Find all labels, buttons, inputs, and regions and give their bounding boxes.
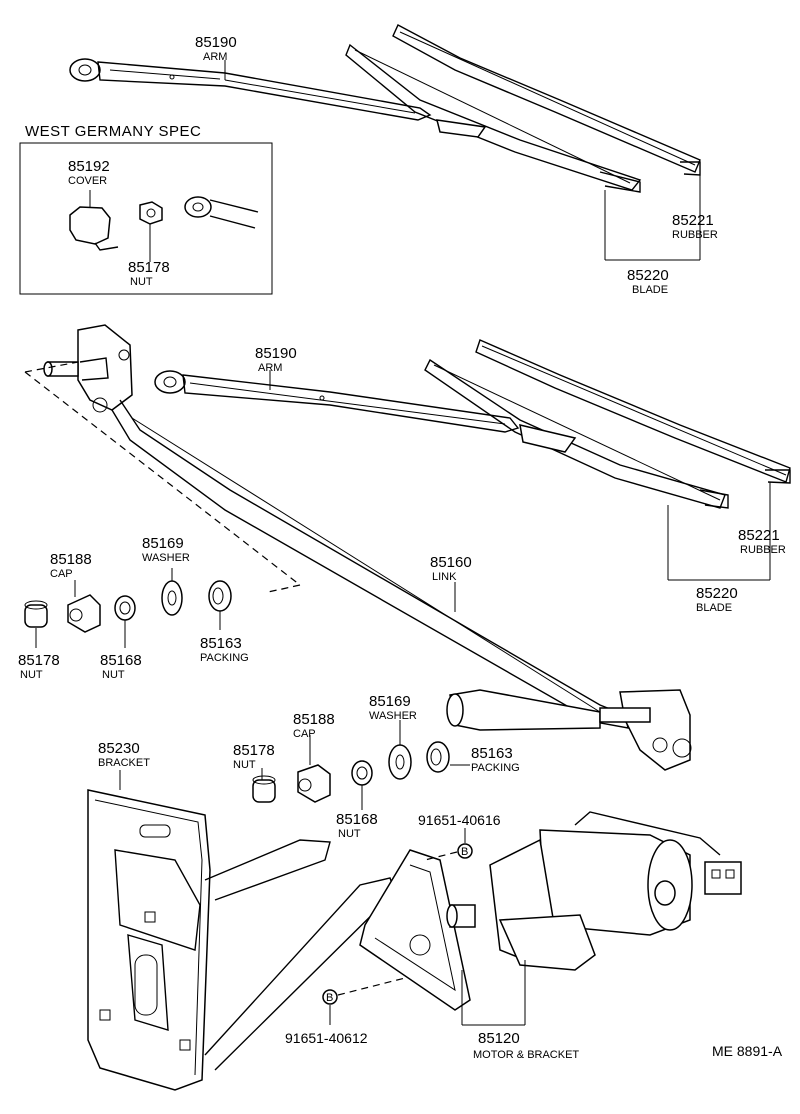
top-wiper-rubber xyxy=(392,24,701,176)
packing-right-number: 85163 xyxy=(471,745,513,762)
motor-connector xyxy=(574,811,742,895)
motor-gasket xyxy=(359,849,471,1011)
spec-nut-part xyxy=(139,201,163,262)
blade-mid-number: 85220 xyxy=(696,585,738,602)
left-nut-cap xyxy=(24,600,48,628)
blade-top-name: BLADE xyxy=(632,284,668,296)
link-name: LINK xyxy=(432,571,457,583)
cover-part xyxy=(69,190,119,251)
right-nut xyxy=(351,760,373,786)
spec-nut-name: NUT xyxy=(130,276,153,288)
bolt-upper-leader xyxy=(424,851,458,861)
bolt-lower-number: 91651-40612 xyxy=(285,1030,368,1046)
left-washer xyxy=(161,580,183,616)
motor-number: 85120 xyxy=(478,1030,520,1047)
spec-box-title: WEST GERMANY SPEC xyxy=(25,123,201,140)
spec-nut-number: 85178 xyxy=(128,259,170,276)
bolt-upper-letter: B xyxy=(461,846,468,858)
nut-left-name: NUT xyxy=(20,669,43,681)
nut2-right-number: 85168 xyxy=(336,811,378,828)
bolt-lower-leader xyxy=(337,977,406,996)
arm-top-name: ARM xyxy=(203,51,227,63)
washer-left-number: 85169 xyxy=(142,535,184,552)
motor-body xyxy=(446,829,693,971)
right-cap xyxy=(297,764,331,803)
mid-wiper-rubber xyxy=(475,339,791,484)
right-nut-cap xyxy=(252,775,276,803)
arm-top-number: 85190 xyxy=(195,34,237,51)
packing-left-number: 85163 xyxy=(200,635,242,652)
left-nut xyxy=(114,595,136,621)
nut2-left-name: NUT xyxy=(102,669,125,681)
top-wiper-blade-frame xyxy=(345,43,642,193)
spec-box xyxy=(19,142,273,295)
right-packing xyxy=(426,741,450,773)
figure-code: ME 8891-A xyxy=(712,1043,783,1059)
nut-left-number: 85178 xyxy=(18,652,60,669)
left-packing xyxy=(208,580,232,612)
cap-right-number: 85188 xyxy=(293,711,335,728)
bracket-part xyxy=(87,789,396,1091)
rubber-top-name: RUBBER xyxy=(672,229,718,241)
cover-name: COVER xyxy=(68,175,107,187)
bolt-lower-marker: B xyxy=(322,989,338,1005)
mid-wiper-blade-frame xyxy=(424,358,729,509)
mid-wiper-arm xyxy=(154,370,520,433)
left-pivot-axis xyxy=(24,361,302,593)
blade-mid-name: BLADE xyxy=(696,602,732,614)
bracket-name: BRACKET xyxy=(98,757,150,769)
nut2-right-name: NUT xyxy=(338,828,361,840)
washer-right-number: 85169 xyxy=(369,693,411,710)
rubber-mid-number: 85221 xyxy=(738,527,780,544)
left-pivot xyxy=(43,324,133,413)
nut-right-name: NUT xyxy=(233,759,256,771)
packing-right-name: PACKING xyxy=(471,762,520,774)
cap-right-name: CAP xyxy=(293,728,316,740)
bracket-number: 85230 xyxy=(98,740,140,757)
washer-left-name: WASHER xyxy=(142,552,190,564)
motor-name: MOTOR & BRACKET xyxy=(473,1049,579,1061)
bolt-upper-number: 91651-40616 xyxy=(418,812,501,828)
spec-arm-end xyxy=(184,196,259,229)
nut-right-number: 85178 xyxy=(233,742,275,759)
blade-top-number: 85220 xyxy=(627,267,669,284)
link-number: 85160 xyxy=(430,554,472,571)
right-washer xyxy=(388,744,412,780)
cap-left-name: CAP xyxy=(50,568,73,580)
bolt-upper-marker: B xyxy=(457,843,473,859)
packing-left-name: PACKING xyxy=(200,652,249,664)
arm-mid-name: ARM xyxy=(258,362,282,374)
top-wiper-arm xyxy=(69,58,432,121)
rubber-top-number: 85221 xyxy=(672,212,714,229)
arm-mid-number: 85190 xyxy=(255,345,297,362)
cap-left-number: 85188 xyxy=(50,551,92,568)
rubber-mid-name: RUBBER xyxy=(740,544,786,556)
left-cap xyxy=(67,594,101,633)
washer-right-name: WASHER xyxy=(369,710,417,722)
right-pivot xyxy=(446,689,692,771)
bolt-lower-letter: B xyxy=(326,992,333,1004)
nut2-left-number: 85168 xyxy=(100,652,142,669)
cover-number: 85192 xyxy=(68,158,110,175)
